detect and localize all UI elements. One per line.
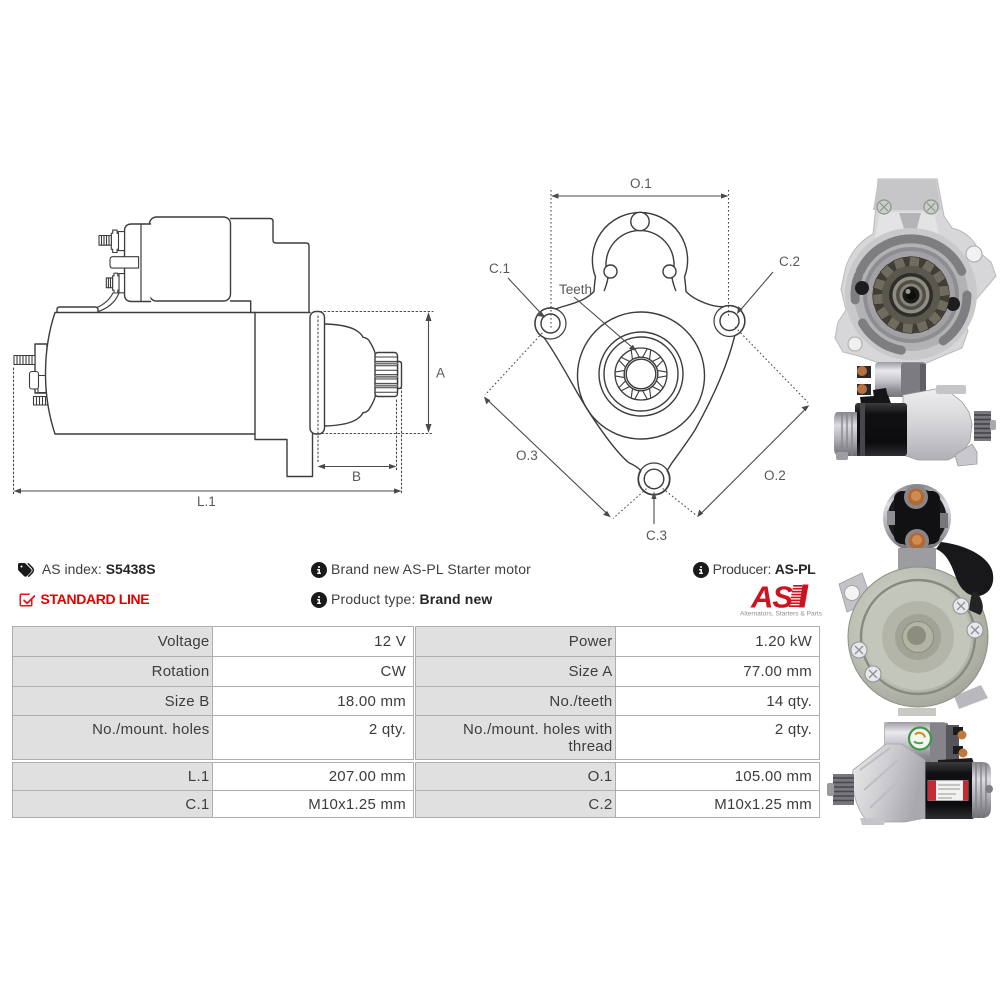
svg-text:L.1: L.1 bbox=[197, 494, 216, 509]
svg-text:O.2: O.2 bbox=[764, 468, 786, 483]
svg-text:O.3: O.3 bbox=[516, 448, 538, 463]
svg-text:C.1: C.1 bbox=[489, 261, 510, 276]
svg-text:AS: AS bbox=[750, 582, 793, 615]
svg-text:B: B bbox=[352, 469, 361, 484]
svg-text:O.1: O.1 bbox=[630, 176, 652, 191]
svg-text:A: A bbox=[436, 366, 445, 381]
svg-text:Alternators, Starters & Parts: Alternators, Starters & Parts bbox=[740, 611, 823, 618]
svg-text:C.3: C.3 bbox=[646, 528, 667, 543]
svg-text:C.2: C.2 bbox=[779, 254, 800, 269]
svg-text:Teeth: Teeth bbox=[559, 282, 592, 297]
